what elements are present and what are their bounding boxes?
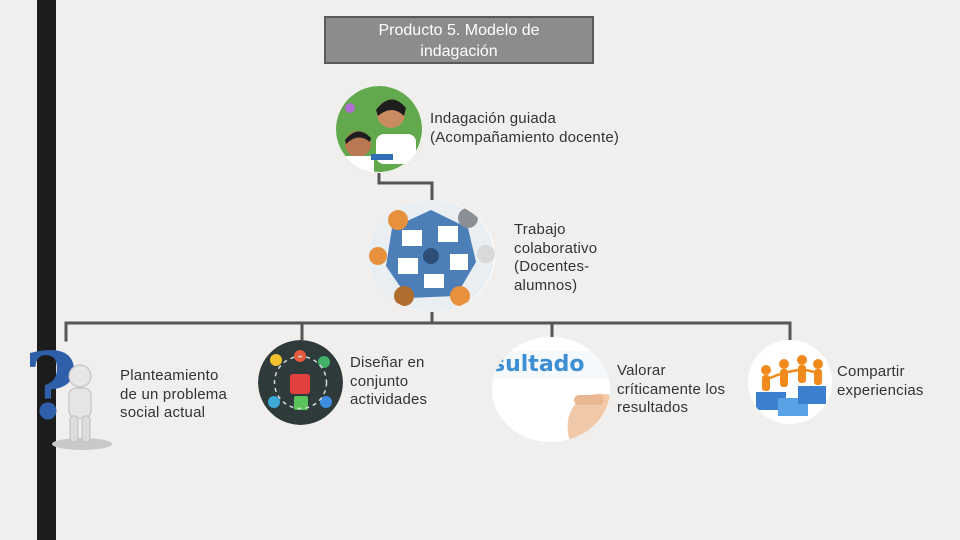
child-2-line-1: Diseñar en [350, 354, 425, 371]
level1-label: Indagación guiada (Acompañamiento docent… [430, 110, 619, 147]
teacher-student-image [336, 86, 423, 173]
child-3-label: Valorar críticamente los resultados [617, 362, 725, 418]
child-3-line-1: Valorar [617, 362, 666, 379]
child-1-line-1: Planteamiento [120, 367, 219, 384]
results-image: sultado [492, 337, 610, 442]
level2-line-1: Trabajo [514, 221, 566, 238]
child-2-line-3: actividades [350, 391, 428, 408]
question-figure-image: ? [22, 332, 117, 453]
level1-line-1: Indagación guiada [430, 110, 557, 127]
diagram-title: Producto 5. Modelo de indagación [324, 16, 594, 64]
results-image-text: sultado [492, 352, 585, 377]
child-2-line-2: conjunto [350, 372, 409, 390]
level1-line-2: (Acompañamiento docente) [430, 128, 620, 146]
share-experiences-image [748, 340, 832, 424]
child-4-line-2: experiencias [837, 381, 924, 399]
collaborative-table-image [368, 200, 495, 312]
level2-label: Trabajo colaborativo (Docentes- alumnos) [514, 221, 597, 295]
left-dark-bar [37, 0, 56, 540]
child-3-line-3: resultados [617, 399, 689, 416]
child-4-label: Compartir experiencias [837, 363, 924, 400]
title-line-2: indagación [420, 43, 498, 60]
child-1-line-2: de un problema [120, 385, 228, 403]
title-line-1: Producto 5. Modelo de [378, 22, 540, 39]
child-3-line-2: críticamente los [617, 380, 726, 398]
connector-level1-level2 [377, 166, 434, 202]
child-2-label: Diseñar en conjunto actividades [350, 354, 427, 410]
level2-line-3: (Docentes- [514, 258, 590, 275]
child-1-line-3: social actual [120, 404, 206, 421]
level2-line-4: alumnos) [514, 276, 578, 294]
svg-text:?: ? [24, 338, 78, 440]
child-1-label: Planteamiento de un problema social actu… [120, 367, 227, 423]
child-4-line-1: Compartir [837, 363, 905, 380]
design-activities-image [258, 340, 343, 425]
level2-line-2: colaborativo [514, 239, 598, 257]
